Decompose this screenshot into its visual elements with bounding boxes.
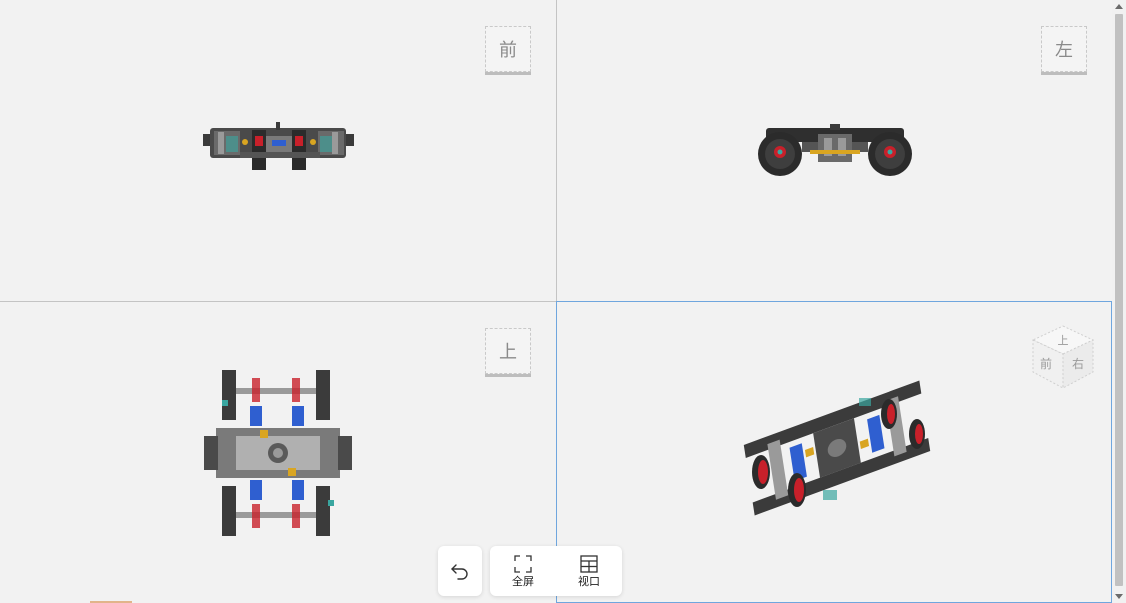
view-cube-label: 左 bbox=[1055, 40, 1073, 60]
viewport-left[interactable]: 左 bbox=[557, 0, 1112, 301]
fullscreen-label: 全屏 bbox=[512, 575, 534, 588]
scroll-up-arrow-icon[interactable] bbox=[1115, 4, 1123, 9]
scrollbar-thumb[interactable] bbox=[1115, 14, 1123, 586]
scroll-down-arrow-icon[interactable] bbox=[1115, 594, 1123, 599]
bottom-edge-indicator bbox=[90, 601, 132, 603]
bogie-top-view bbox=[204, 370, 352, 536]
view-cube-left[interactable]: 左 bbox=[1041, 26, 1087, 75]
fullscreen-icon bbox=[514, 554, 532, 573]
undo-button[interactable] bbox=[438, 546, 482, 596]
fullscreen-button[interactable]: 全屏 bbox=[490, 546, 556, 596]
bogie-side-view bbox=[758, 124, 912, 176]
bottom-toolbar: 全屏 视口 bbox=[490, 546, 622, 596]
view-cube-front[interactable]: 前 bbox=[485, 26, 531, 75]
bogie-isometric-view bbox=[743, 380, 931, 516]
view-cube-3d[interactable]: 上 前 右 bbox=[1031, 324, 1095, 390]
viewport-front[interactable]: 前 bbox=[0, 0, 556, 301]
bogie-front-view bbox=[203, 122, 354, 170]
cube-face-front[interactable]: 前 bbox=[1040, 356, 1052, 371]
cube-face-top[interactable]: 上 bbox=[1058, 334, 1069, 347]
viewport-button[interactable]: 视口 bbox=[556, 546, 622, 596]
viewport-divider-vertical bbox=[556, 0, 557, 301]
viewport-divider-horizontal bbox=[0, 301, 556, 302]
cube-face-right[interactable]: 右 bbox=[1072, 356, 1084, 371]
view-cube-top[interactable]: 上 bbox=[485, 328, 531, 377]
view-cube-label: 前 bbox=[499, 40, 517, 60]
viewport-perspective[interactable]: 上 前 右 bbox=[556, 301, 1112, 603]
viewport-grid-icon bbox=[580, 554, 598, 573]
view-cube-label: 上 bbox=[499, 342, 517, 362]
viewport-label: 视口 bbox=[578, 575, 600, 588]
undo-arrow-icon bbox=[451, 564, 468, 580]
vertical-scrollbar[interactable] bbox=[1112, 0, 1126, 603]
